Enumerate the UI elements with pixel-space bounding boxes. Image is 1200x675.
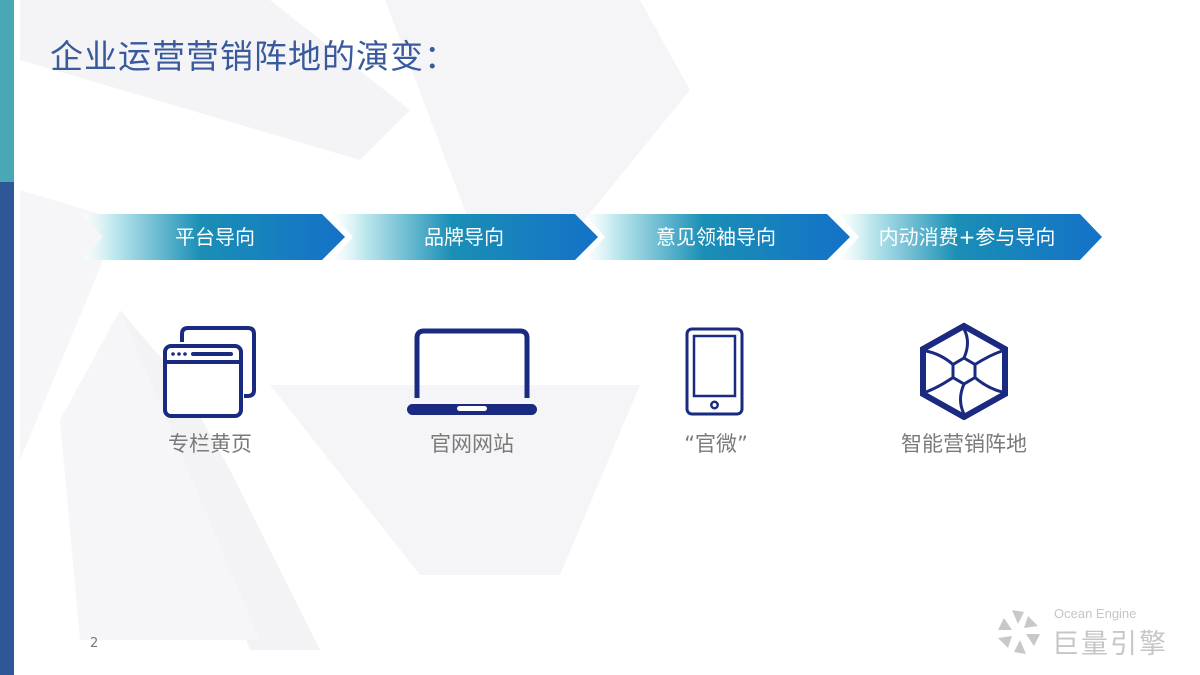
laptop-icon [407, 328, 537, 415]
chevron-label-platform: 平台导向 [175, 225, 255, 249]
page-title: 企业运营营销阵地的演变： [50, 37, 458, 76]
stage-label-smart-marketing: 智能营销阵地 [901, 432, 1027, 456]
chevron-label-brand: 品牌导向 [424, 225, 504, 249]
side-accent-bar-bottom [0, 182, 14, 675]
stage-label-official-weibo: “官微” [684, 432, 748, 456]
page-number: 2 [90, 636, 99, 651]
brand-chinese-name: 巨量引擎 [1052, 629, 1168, 660]
brand-logo: Ocean Engine 巨量引擎 [994, 604, 1184, 664]
side-accent-bar-top [0, 0, 14, 182]
chevron-label-consumption: 内动消费+参与导向 [878, 225, 1056, 249]
brand-english-name: Ocean Engine [1054, 606, 1137, 621]
tablet-icon [685, 327, 744, 416]
browser-windows-icon [163, 326, 256, 418]
pinwheel-logo-icon [998, 610, 1040, 654]
stage-label-yellow-pages: 专栏黄页 [168, 432, 252, 456]
hexagon-aperture-icon [920, 322, 1008, 420]
stage-label-official-website: 官网网站 [430, 432, 514, 456]
chevron-label-kol: 意见领袖导向 [656, 225, 776, 249]
